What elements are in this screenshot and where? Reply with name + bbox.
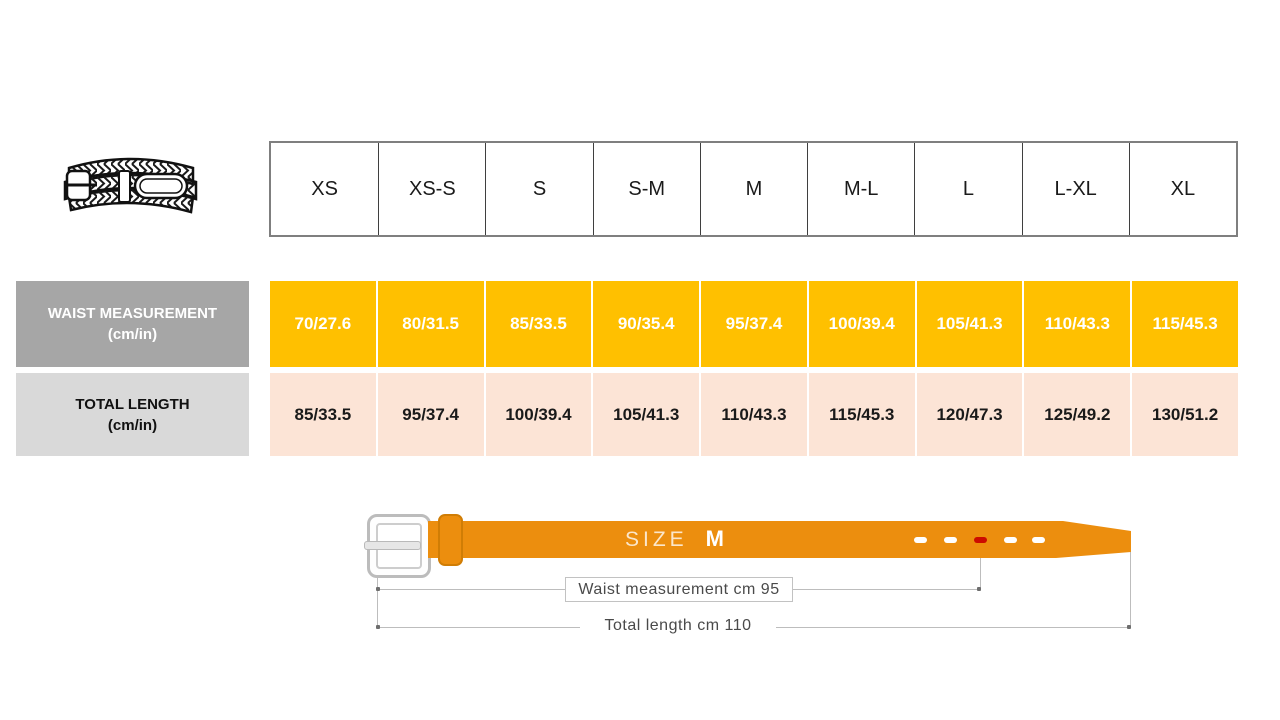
measure-endpoint: [376, 587, 380, 591]
belt-hole: [944, 537, 957, 543]
belt-hole: [1004, 537, 1017, 543]
length-value-cell: 130/51.2: [1132, 373, 1238, 456]
measure-endpoint: [977, 587, 981, 591]
total-measure-line-right: [776, 627, 1130, 628]
waist-value-cell: 70/27.6: [270, 281, 376, 367]
length-value-cell: 120/47.3: [916, 373, 1023, 456]
waist-label-unit: (cm/in): [107, 326, 158, 343]
size-word: SIZE: [624, 528, 688, 551]
length-value-cell: 95/37.4: [377, 373, 484, 456]
length-value-cell: 115/45.3: [808, 373, 915, 456]
waist-value-cell: 105/41.3: [916, 281, 1023, 367]
length-value-cell: 85/33.5: [270, 373, 376, 456]
belt-hole: [914, 537, 927, 543]
belt-keeper-loop: [438, 514, 463, 566]
belt-buckle-prong: [364, 541, 421, 550]
length-label-text: TOTAL LENGTH: [75, 395, 190, 413]
waist-row-label: WAIST MEASUREMENT (cm/in): [16, 281, 249, 367]
braided-belt-icon: [63, 157, 198, 214]
waist-value-cell: 95/37.4: [701, 281, 807, 367]
size-header-cell: S-M: [592, 143, 700, 235]
waist-value-cell: 90/35.4: [593, 281, 700, 367]
size-header-cell: XS: [311, 177, 338, 200]
size-header-cell: S: [485, 143, 592, 235]
length-label-unit: (cm/in): [107, 416, 158, 434]
total-length-annotation: Total length cm 110: [604, 617, 752, 634]
waist-value-cell: 85/33.5: [485, 281, 592, 367]
size-value: M: [705, 526, 725, 551]
size-header-cell: M: [699, 143, 807, 235]
waist-label-text: WAIST MEASUREMENT: [47, 305, 218, 322]
size-header-cell: M-L: [807, 143, 914, 235]
total-measure-line-left: [379, 627, 580, 628]
belt-size-label: SIZE M: [570, 526, 780, 552]
waist-measure-line-right: [793, 589, 980, 590]
waist-measure-line-left: [379, 589, 565, 590]
waist-annotation-box: Waist measurement cm 95: [565, 577, 793, 602]
waist-value-cell: 100/39.4: [808, 281, 915, 367]
length-value-cell: 110/43.3: [701, 373, 807, 456]
tip-guide-line: [1130, 551, 1131, 628]
measure-endpoint: [376, 625, 380, 629]
belt-hole-selected: [974, 537, 987, 543]
belt-strap: [428, 521, 1131, 558]
waist-value-cell: 110/43.3: [1024, 281, 1131, 367]
length-row-label: TOTAL LENGTH (cm/in): [16, 373, 249, 456]
length-value-cell: 125/49.2: [1024, 373, 1131, 456]
length-value-cell: 105/41.3: [593, 373, 700, 456]
measure-endpoint: [1127, 625, 1131, 629]
size-header-cell: XS-S: [378, 143, 485, 235]
size-header-cell: L: [914, 143, 1021, 235]
belt-hole: [1032, 537, 1045, 543]
waist-value-cell: 115/45.3: [1132, 281, 1238, 367]
size-header-cell: XL: [1128, 143, 1236, 235]
hole-guide-line: [980, 547, 981, 590]
waist-value-cell: 80/31.5: [377, 281, 484, 367]
buckle-guide-line: [377, 578, 378, 628]
size-header-cell: L-XL: [1021, 143, 1129, 235]
length-value-cell: 100/39.4: [485, 373, 592, 456]
